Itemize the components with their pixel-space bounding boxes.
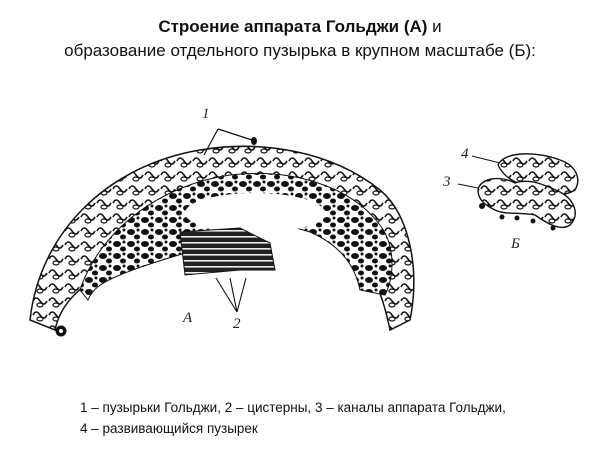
label-1-golgi-vesicles: 1 [202, 106, 210, 122]
title-conjunction: и [427, 17, 442, 36]
label-2-cisternae: 2 [233, 316, 241, 332]
label-3-channels: 3 [443, 174, 451, 190]
golgi-apparatus-a [29, 128, 415, 337]
title-bold: Строение аппарата Гольджи (А) [158, 17, 428, 36]
title-line-2: образование отдельного пузырька в крупно… [64, 41, 536, 60]
title-line-1: Строение аппарата Гольджи (А) и [0, 16, 600, 38]
caption-line-2: 4 – развивающийся пузырек [80, 421, 258, 436]
label-4-developing-vesicle: 4 [461, 146, 469, 162]
panel-a-letter: А [183, 310, 193, 326]
panel-b-letter: Б [511, 236, 520, 252]
golgi-figure: 1 2 А 4 3 Б [0, 90, 600, 380]
golgi-illustration [29, 128, 579, 337]
caption-line-1: 1 – пузырьки Гольджи, 2 – цистерны, 3 – … [80, 400, 506, 415]
figure-caption: 1 – пузырьки Гольджи, 2 – цистерны, 3 – … [80, 397, 506, 439]
golgi-vesicle-b [457, 153, 579, 231]
